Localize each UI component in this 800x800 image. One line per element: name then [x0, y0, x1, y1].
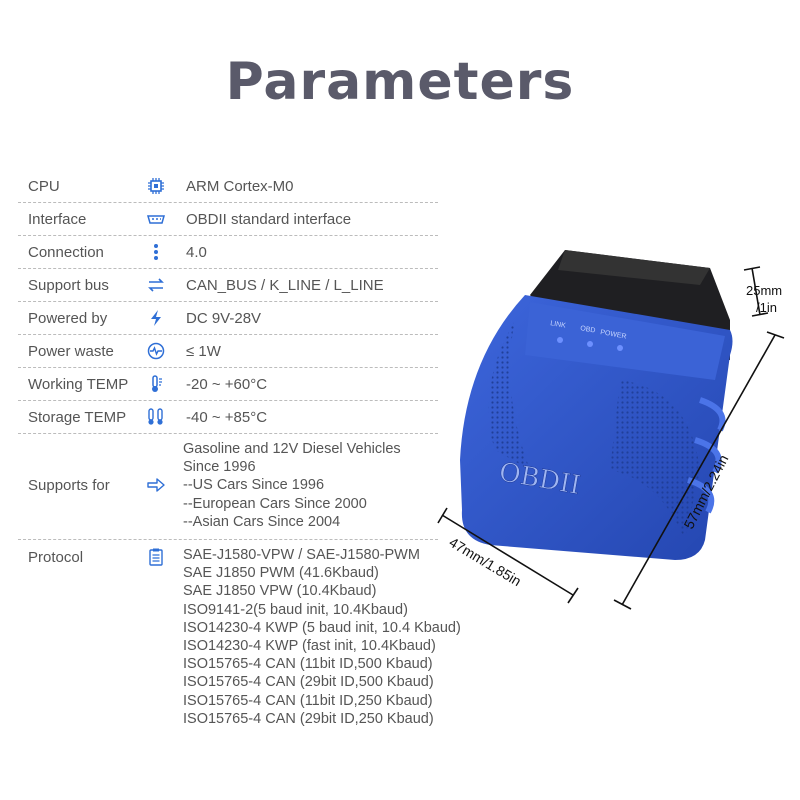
param-row-cpu: CPU ARM Cortex-M0 — [18, 170, 438, 203]
supports-line: --European Cars Since 2000 — [183, 495, 367, 512]
supports-line: --US Cars Since 1996 — [183, 477, 325, 494]
clipboard-list-icon — [146, 547, 166, 567]
protocol-line: ISO15765-4 CAN (11bit ID,250 Kbaud) — [183, 692, 433, 709]
protocol-line: ISO14230-4 KWP (fast init, 10.4Kbaud) — [183, 638, 436, 655]
param-row-storage-temp: Storage TEMP -40 ~ +85°C — [18, 401, 438, 434]
param-value: OBDII standard interface — [186, 211, 352, 228]
bluetooth-icon — [146, 242, 166, 262]
led-label-power: POWER — [600, 329, 627, 340]
param-label: Interface — [28, 211, 87, 228]
param-label: Powered by — [28, 310, 108, 327]
param-row-working-temp: Working TEMP -20 ~ +60°C — [18, 368, 438, 401]
param-value: CAN_BUS / K_LINE / L_LINE — [186, 277, 384, 294]
protocol-line: ISO15765-4 CAN (29bit ID,500 Kbaud) — [183, 674, 434, 691]
protocol-line: ISO14230-4 KWP (5 baud init, 10.4 Kbaud) — [183, 619, 461, 636]
protocol-lines: SAE-J1580-VPW / SAE-J1580-PWM SAE J1850 … — [183, 546, 461, 728]
thermometer-icon — [146, 374, 166, 394]
param-row-power-waste: Power waste ≤ 1W — [18, 335, 438, 368]
protocol-line: ISO9141-2(5 baud init, 10.4Kbaud) — [183, 601, 408, 618]
dim-height-label: 25mm/1in — [746, 283, 782, 315]
param-label: Storage TEMP — [28, 409, 127, 426]
param-label: Support bus — [28, 277, 109, 294]
thermometer-pair-icon — [146, 407, 166, 427]
arrow-right-icon — [146, 475, 166, 495]
obd-device-illustration: LINK OBD POWER OBDII 25mm/1in 57mm/2.24i… — [437, 250, 785, 610]
protocol-line: SAE J1850 PWM (41.6Kbaud) — [183, 565, 379, 582]
chip-icon — [146, 176, 166, 196]
lightning-icon — [146, 308, 166, 328]
param-row-powered-by: Powered by DC 9V-28V — [18, 302, 438, 335]
protocol-line: SAE J1850 VPW (10.4Kbaud) — [183, 583, 377, 600]
param-value: 4.0 — [186, 244, 207, 261]
param-label: Supports for — [28, 477, 110, 494]
param-value: ≤ 1W — [186, 343, 221, 360]
supports-line: Gasoline and 12V Diesel Vehicles — [183, 441, 401, 457]
led-label-link: LINK — [550, 320, 567, 330]
parameters-table: CPU ARM Cortex-M0 Interface OBDII standa… — [18, 170, 461, 740]
pulse-icon — [146, 341, 166, 361]
param-value: ARM Cortex-M0 — [186, 178, 294, 195]
protocol-line: ISO15765-4 CAN (11bit ID,500 Kbaud) — [183, 656, 433, 673]
param-value: -40 ~ +85°C — [186, 409, 268, 426]
param-row-connection: Connection 4.0 — [18, 236, 438, 269]
param-label: Connection — [28, 244, 104, 261]
protocol-line: ISO15765-4 CAN (29bit ID,250 Kbaud) — [183, 710, 434, 727]
supports-line: Since 1996 — [183, 459, 256, 476]
param-label: Working TEMP — [28, 376, 129, 393]
param-value: -20 ~ +60°C — [186, 376, 268, 393]
param-label: Power waste — [28, 343, 114, 360]
param-row-support-bus: Support bus CAN_BUS / K_LINE / L_LINE — [18, 269, 438, 302]
page-title: Parameters — [225, 52, 575, 112]
param-value: DC 9V-28V — [186, 310, 262, 327]
param-row-supports-for: Supports for Gasoline and 12V Diesel Veh… — [18, 434, 438, 540]
param-label: CPU — [28, 178, 60, 195]
supports-lines: Gasoline and 12V Diesel Vehicles Since 1… — [183, 440, 401, 531]
led-label-obd: OBD — [580, 325, 596, 335]
param-row-protocol: Protocol SAE-J1580-VPW / SAE-J1580-PWM S… — [18, 540, 461, 740]
protocol-line: SAE-J1580-VPW / SAE-J1580-PWM — [183, 547, 420, 563]
swap-arrows-icon — [146, 275, 166, 295]
param-row-interface: Interface OBDII standard interface — [18, 203, 438, 236]
param-label: Protocol — [28, 549, 84, 566]
connector-icon — [146, 209, 166, 229]
supports-line: --Asian Cars Since 2004 — [183, 513, 341, 530]
